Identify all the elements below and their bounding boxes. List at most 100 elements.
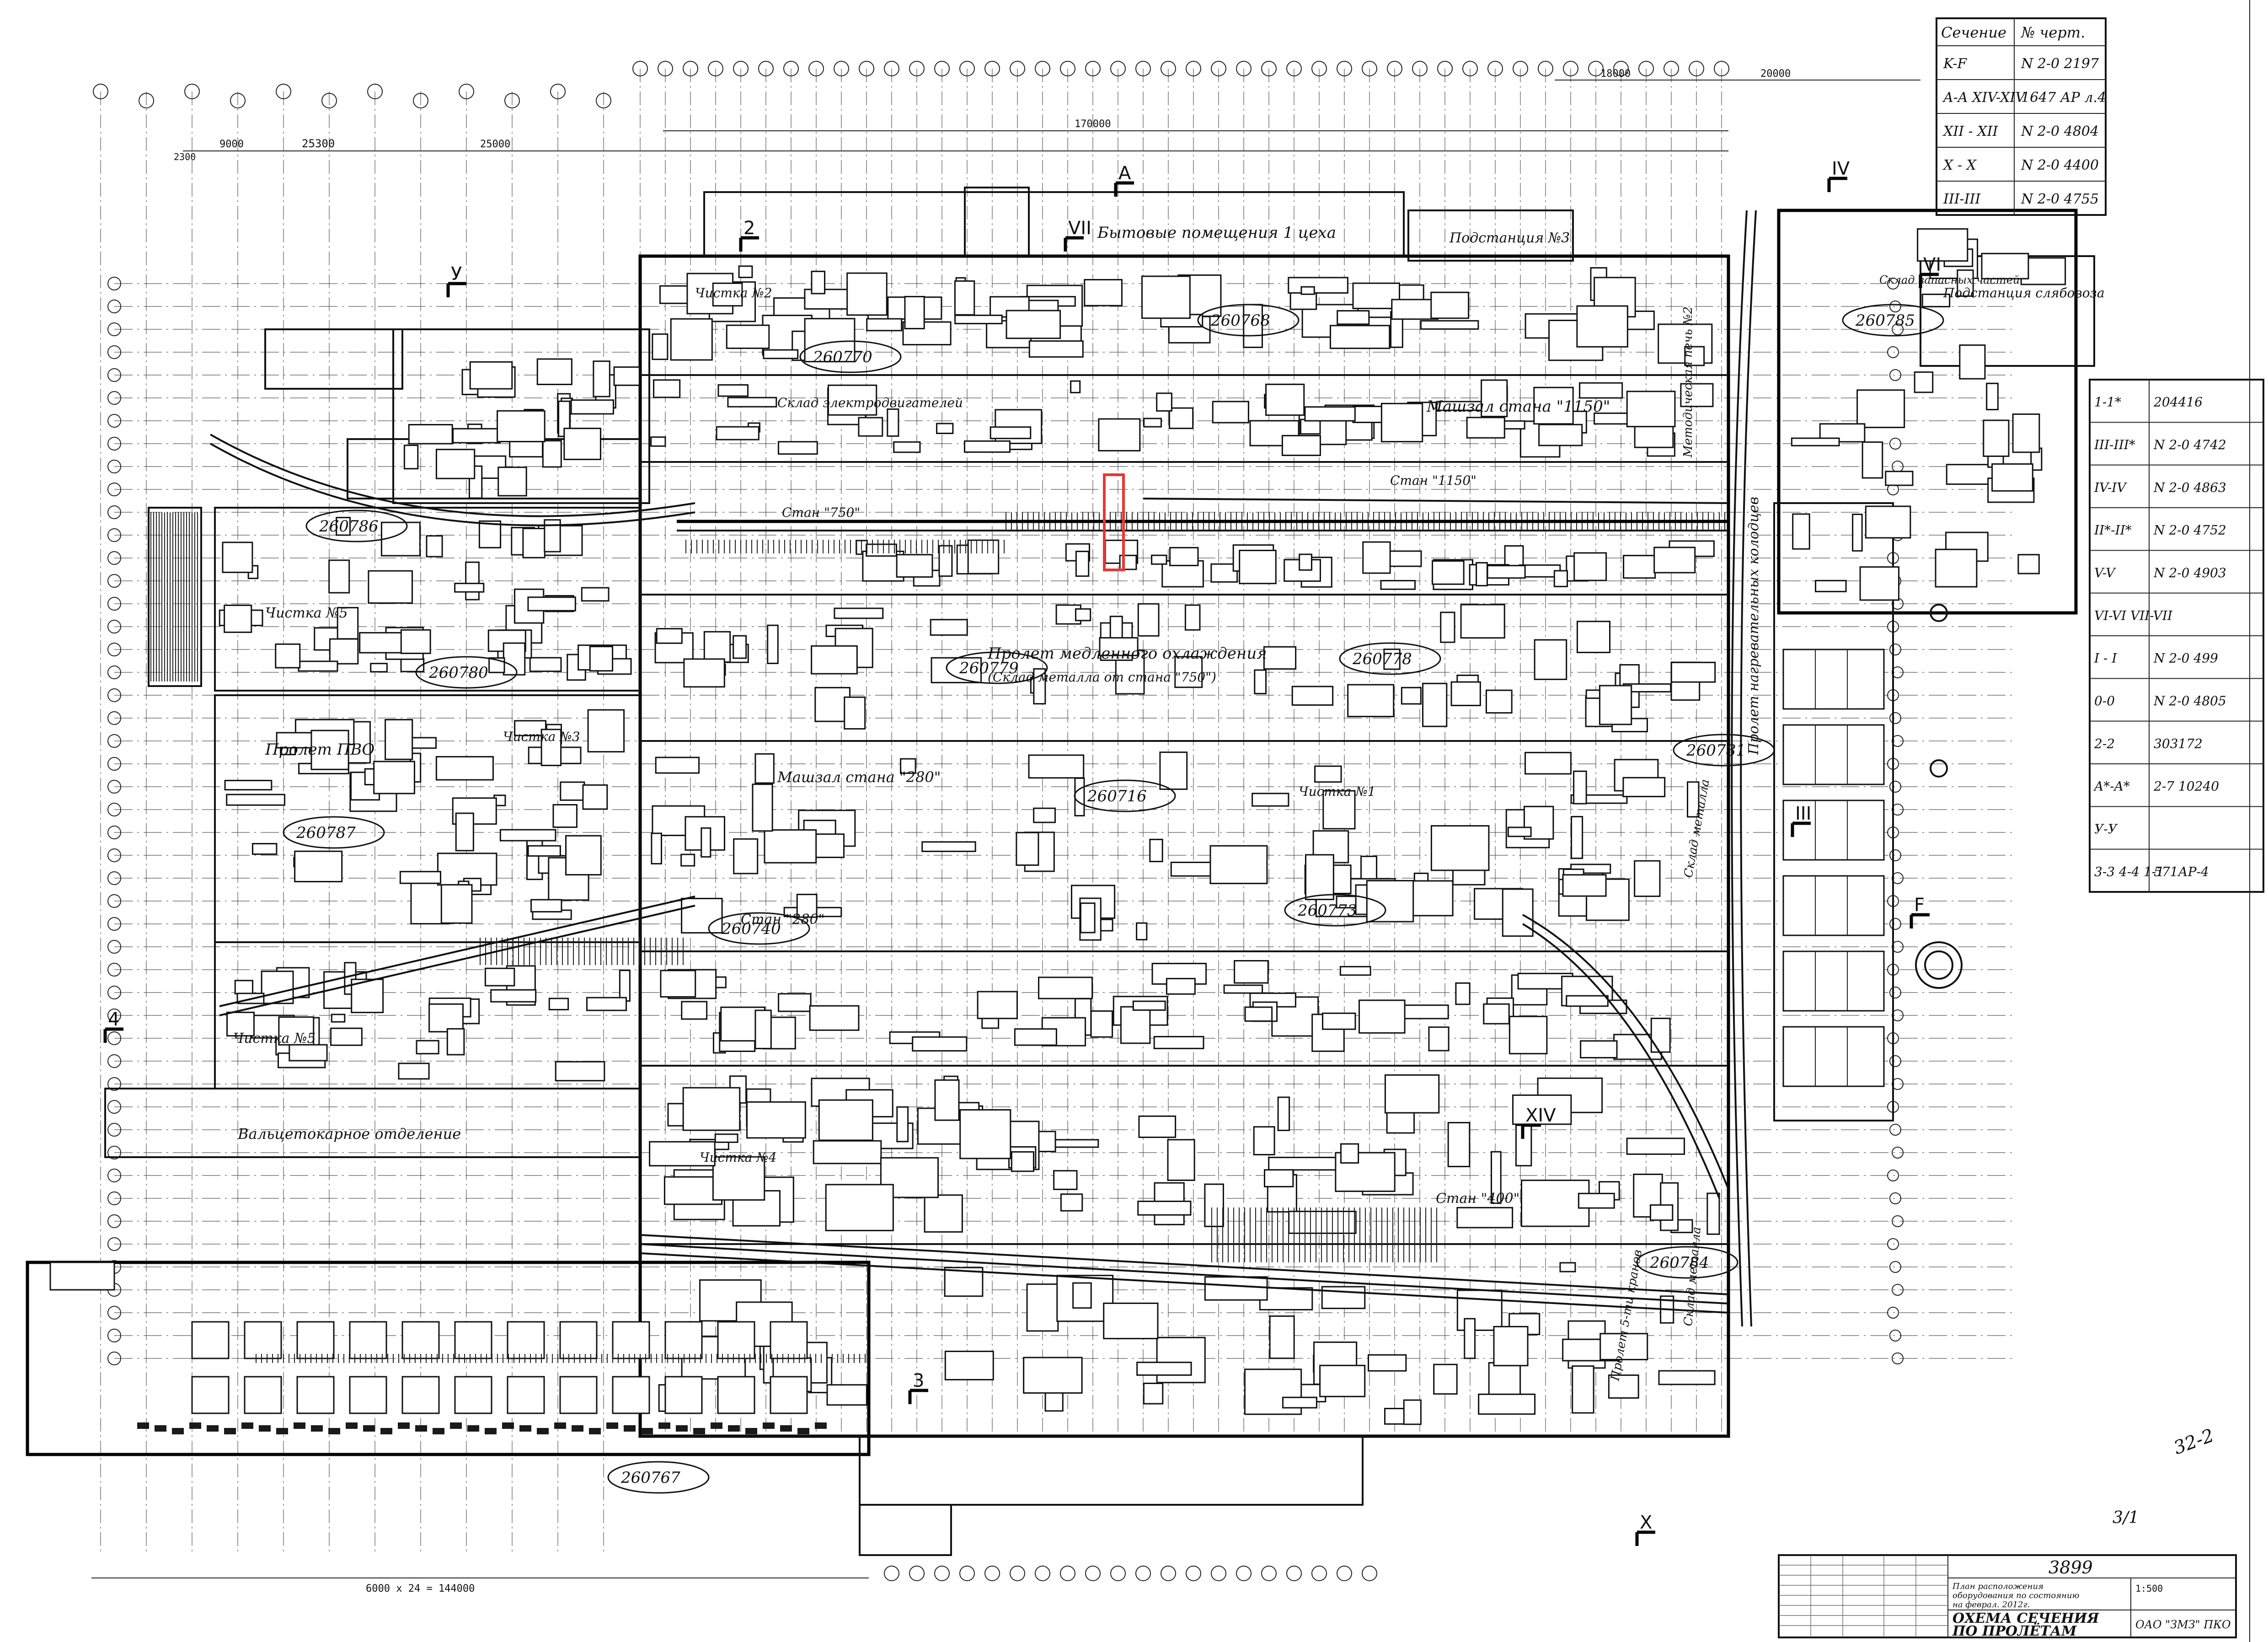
dim-9000: 9000 [219,139,244,150]
desc-line-2: оборудования по состоянию [1952,1591,2080,1600]
table-right-ref-8: 303172 [2154,736,2203,751]
label-proliot-nagr: Пролет нагревательных колодцев [1746,497,1762,755]
marker-F: F [1914,895,1925,916]
table-right-sec-7: 0-0 [2094,693,2115,708]
table-right-sec-8: 2-2 [2094,736,2115,751]
sheet-no: 3899 [2049,1557,2093,1578]
dim-25000a: 25000 [480,139,510,150]
dim-170000: 170000 [1075,118,1111,130]
table-right-ref-3: N 2-0 4752 [2153,523,2226,538]
table-right-ref-7: N 2-0 4805 [2153,693,2226,708]
dim-25300: 25300 [302,137,335,150]
stamp-260780: 260780 [428,664,488,682]
corner-mark-2: 3/1 [2113,1508,2139,1527]
stamp-260768: 260768 [1210,311,1270,330]
stamp-260779: 260779 [959,659,1019,677]
stamp-260785: 260785 [1855,311,1915,330]
table-right-sec-10: У-У [2094,821,2118,837]
label-chistka2: Чистка №2 [695,285,772,300]
table-right-sec-2: IV-IV [2094,480,2127,495]
table-top-sec-4: III-III [1943,191,1981,207]
desc-line-3: на феврал. 2012г. [1952,1600,2030,1610]
table-top-ref-2: N 2-0 4804 [2021,123,2099,140]
label-chistka3: Чистка №3 [503,729,580,744]
label-podstanciya-sl: Подстанция слябовоза [1943,285,2105,300]
stamp-260787: 260787 [296,824,356,842]
marker-VII: VII [1068,218,1091,239]
marker-X: X [1640,1512,1652,1533]
label-sklad-met-750: (Склад металла от стана "750") [988,670,1216,685]
desc-line-1: План расположения [1952,1582,2043,1591]
table-top-header-ref: № черт. [2020,24,2085,41]
label-sklad-el: Склад электродвигателей [777,395,963,410]
marker-A: A [1118,163,1131,184]
marker-VI: VI [1923,254,1941,275]
label-chistka1: Чистка №1 [1299,784,1376,799]
table-top-sec-0: K-F [1943,56,1967,72]
rail-tracks [210,210,1757,1327]
stamp-260740: 260740 [721,920,781,938]
label-chistka5a: Чистка №5 [265,605,348,621]
label-vaktok: Вальцетокарное отделение [237,1125,461,1143]
table-right-ref-1: N 2-0 4742 [2153,437,2226,452]
table-right-sec-9: A*-A* [2093,779,2130,794]
dim-2300: 2300 [174,151,196,162]
label-pr-kr: Пролет 5-ти кранов [1608,1249,1645,1382]
mill-line-1150 [677,498,1729,531]
label-stan-400: Стан "400" [1436,1191,1519,1207]
dim-18000: 18000 [1600,68,1631,80]
stamp-260781: 260781 [1686,741,1746,760]
label-metod-pech2: Методическая печь №2 [1681,306,1695,458]
label-sklad-metalla-1: Склад металла [1681,778,1712,879]
table-right-sec-1: III-III* [2094,437,2135,452]
stamp-260778: 260778 [1352,650,1412,668]
table-top-sec-3: X - X [1942,157,1977,173]
stamp-260786: 260786 [319,517,379,536]
label-mashzal-1150: Машзал стана "1150" [1426,397,1610,416]
dimensions: 25300 9000 25000 170000 2300 20000 18000… [91,68,1920,1594]
table-top-ref-3: N 2-0 4400 [2021,157,2099,173]
table-top-sec-1: A-A XIV-XIV [1942,90,2027,106]
label-sklad-zap: Склад запасных частей [1879,274,2020,286]
label-proliot-med: Пролет медленного охлаждения [987,644,1267,663]
table-right-sec-5: VI-VI VII-VII [2094,608,2173,623]
title-block: 3899 План расположения оборудования по с… [1778,1554,2237,1639]
label-stan-750: Стан "750" [782,505,860,520]
marker-XIV: XIV [1525,1105,1556,1126]
stamp-260767: 260767 [620,1469,680,1487]
table-right-ref-2: N 2-0 4863 [2153,480,2226,495]
label-chistka5b: Чистка №5 [233,1030,316,1046]
label-proliot-pvo: Пролет ПВО [265,741,374,759]
title-line-1: ОХЕМА СЕЧЕНИЯ [1952,1610,2100,1626]
stamp-260716: 260716 [1087,787,1147,805]
marker-У: У [451,263,462,284]
left-cooling-bed [148,507,202,687]
table-top-ref-1: 1647 АР л.4 [2021,90,2106,106]
table-right-ref-9: 2-7 10240 [2153,779,2219,794]
scale: 1:500 [2135,1583,2163,1594]
stamp-260770: 260770 [813,348,872,366]
marker-IV: IV [1832,158,1850,179]
marker-2: 2 [744,218,755,239]
table-right-ref-0: 204416 [2153,395,2203,410]
label-bytovye: Бытовые помещения 1 цеха [1097,224,1336,242]
table-top-sec-2: XII - XII [1942,123,1998,140]
label-chistka4: Чистка №4 [700,1150,777,1165]
table-right-ref-4: N 2-0 4903 [2153,565,2226,580]
table-right-sec-4: V-V [2094,565,2116,580]
marker-3: 3 [913,1370,924,1391]
corner-mark: 32-2 [2171,1425,2217,1459]
interior-detail [137,228,2066,1437]
dim-144000: 6000 x 24 = 144000 [366,1583,475,1594]
table-right-sec-3: II*-II* [2094,523,2132,538]
label-stan-1150: Стан "1150" [1390,473,1476,488]
highlight-box [1103,473,1125,571]
label-mashzal-280: Машзал стана "280" [777,768,941,786]
dim-20000: 20000 [1760,68,1791,80]
stamp-260784: 260784 [1649,1254,1709,1272]
table-top-ref-4: N 2-0 4755 [2021,191,2099,207]
table-right-sec-0: 1-1* [2094,395,2121,410]
table-right-sec-6: I - I [2094,651,2117,666]
